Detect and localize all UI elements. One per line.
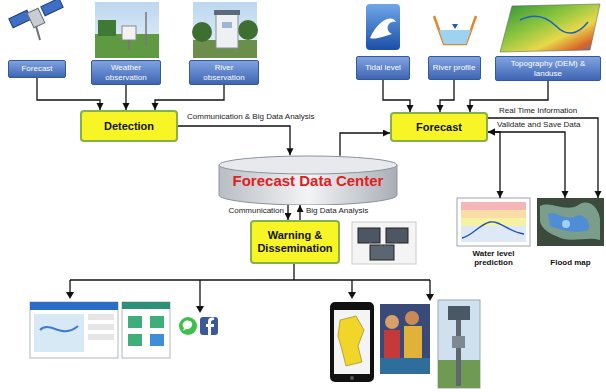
- edge-label: Communication: [227, 207, 285, 216]
- source-label: Tidal level: [356, 56, 410, 80]
- dissemination-wires: [70, 264, 430, 306]
- satellite-icon: [9, 0, 63, 40]
- node-text: Flood map: [550, 259, 590, 268]
- weather-station-photo: [95, 2, 159, 58]
- edge-label: Real Time Information: [498, 107, 578, 116]
- edge-label: Big Data Analysis: [305, 207, 369, 216]
- node-text: Forecast: [416, 121, 462, 134]
- topography-map: [500, 4, 600, 52]
- whatsapp-icon: [179, 317, 197, 335]
- output-image: Flood map: [537, 198, 604, 268]
- process-box: Warning & Dissemination: [250, 220, 340, 264]
- node-text: Weather observation: [95, 63, 157, 81]
- database-cylinder: Forecast Data Center: [218, 155, 398, 205]
- community-photo: [380, 304, 430, 374]
- node-text: Forecast: [21, 64, 52, 73]
- node-text: River profile: [433, 63, 476, 72]
- connector-arrow: [488, 132, 500, 198]
- water-level-chart: [457, 198, 530, 246]
- source-label: Weather observation: [91, 60, 161, 85]
- connector-arrow: [440, 80, 454, 112]
- connector-arrow: [340, 133, 390, 156]
- node-text: Water level prediction: [457, 250, 530, 268]
- tidal-level-icon: [366, 4, 400, 50]
- connector-arrow: [383, 80, 410, 112]
- connector-arrow: [488, 132, 565, 198]
- river-station-photo: [192, 2, 258, 58]
- facebook-icon: [200, 317, 218, 335]
- connector-arrow: [287, 205, 288, 220]
- node-text: River observation: [193, 63, 255, 81]
- flood-map-image: [537, 198, 604, 246]
- source-label: River observation: [189, 60, 259, 85]
- connector-arrow: [155, 85, 224, 110]
- connector-arrow: [299, 205, 300, 220]
- dissemination-arrowheads: [66, 292, 434, 313]
- source-label: River profile: [428, 56, 481, 80]
- edge-label: Validate and Save Data: [496, 121, 581, 130]
- output-image: Water level prediction: [457, 198, 530, 268]
- connector-arrow: [488, 118, 598, 198]
- edge-label: Communication & Big Data Analysis: [186, 113, 316, 122]
- source-label: Forecast: [8, 60, 66, 78]
- node-text: Warning & Dissemination: [256, 229, 334, 254]
- tablet-map: [330, 302, 374, 382]
- process-box: Detection: [80, 110, 178, 142]
- warning-siren-pole: [438, 300, 480, 388]
- node-text: Tidal level: [365, 63, 401, 72]
- mobile-app-screenshot: [122, 302, 170, 358]
- node-text: Topography (DEM) & landuse: [499, 59, 597, 77]
- river-profile-icon: [434, 16, 476, 44]
- computers-icon: [352, 222, 416, 264]
- process-box: Forecast: [390, 112, 488, 142]
- connector-arrow: [125, 85, 126, 110]
- node-text: Detection: [104, 120, 154, 133]
- website-screenshot: [30, 302, 118, 358]
- connector-arrow: [178, 126, 290, 155]
- source-label: Topography (DEM) & landuse: [495, 56, 601, 81]
- node-text: Forecast Data Center: [233, 172, 384, 189]
